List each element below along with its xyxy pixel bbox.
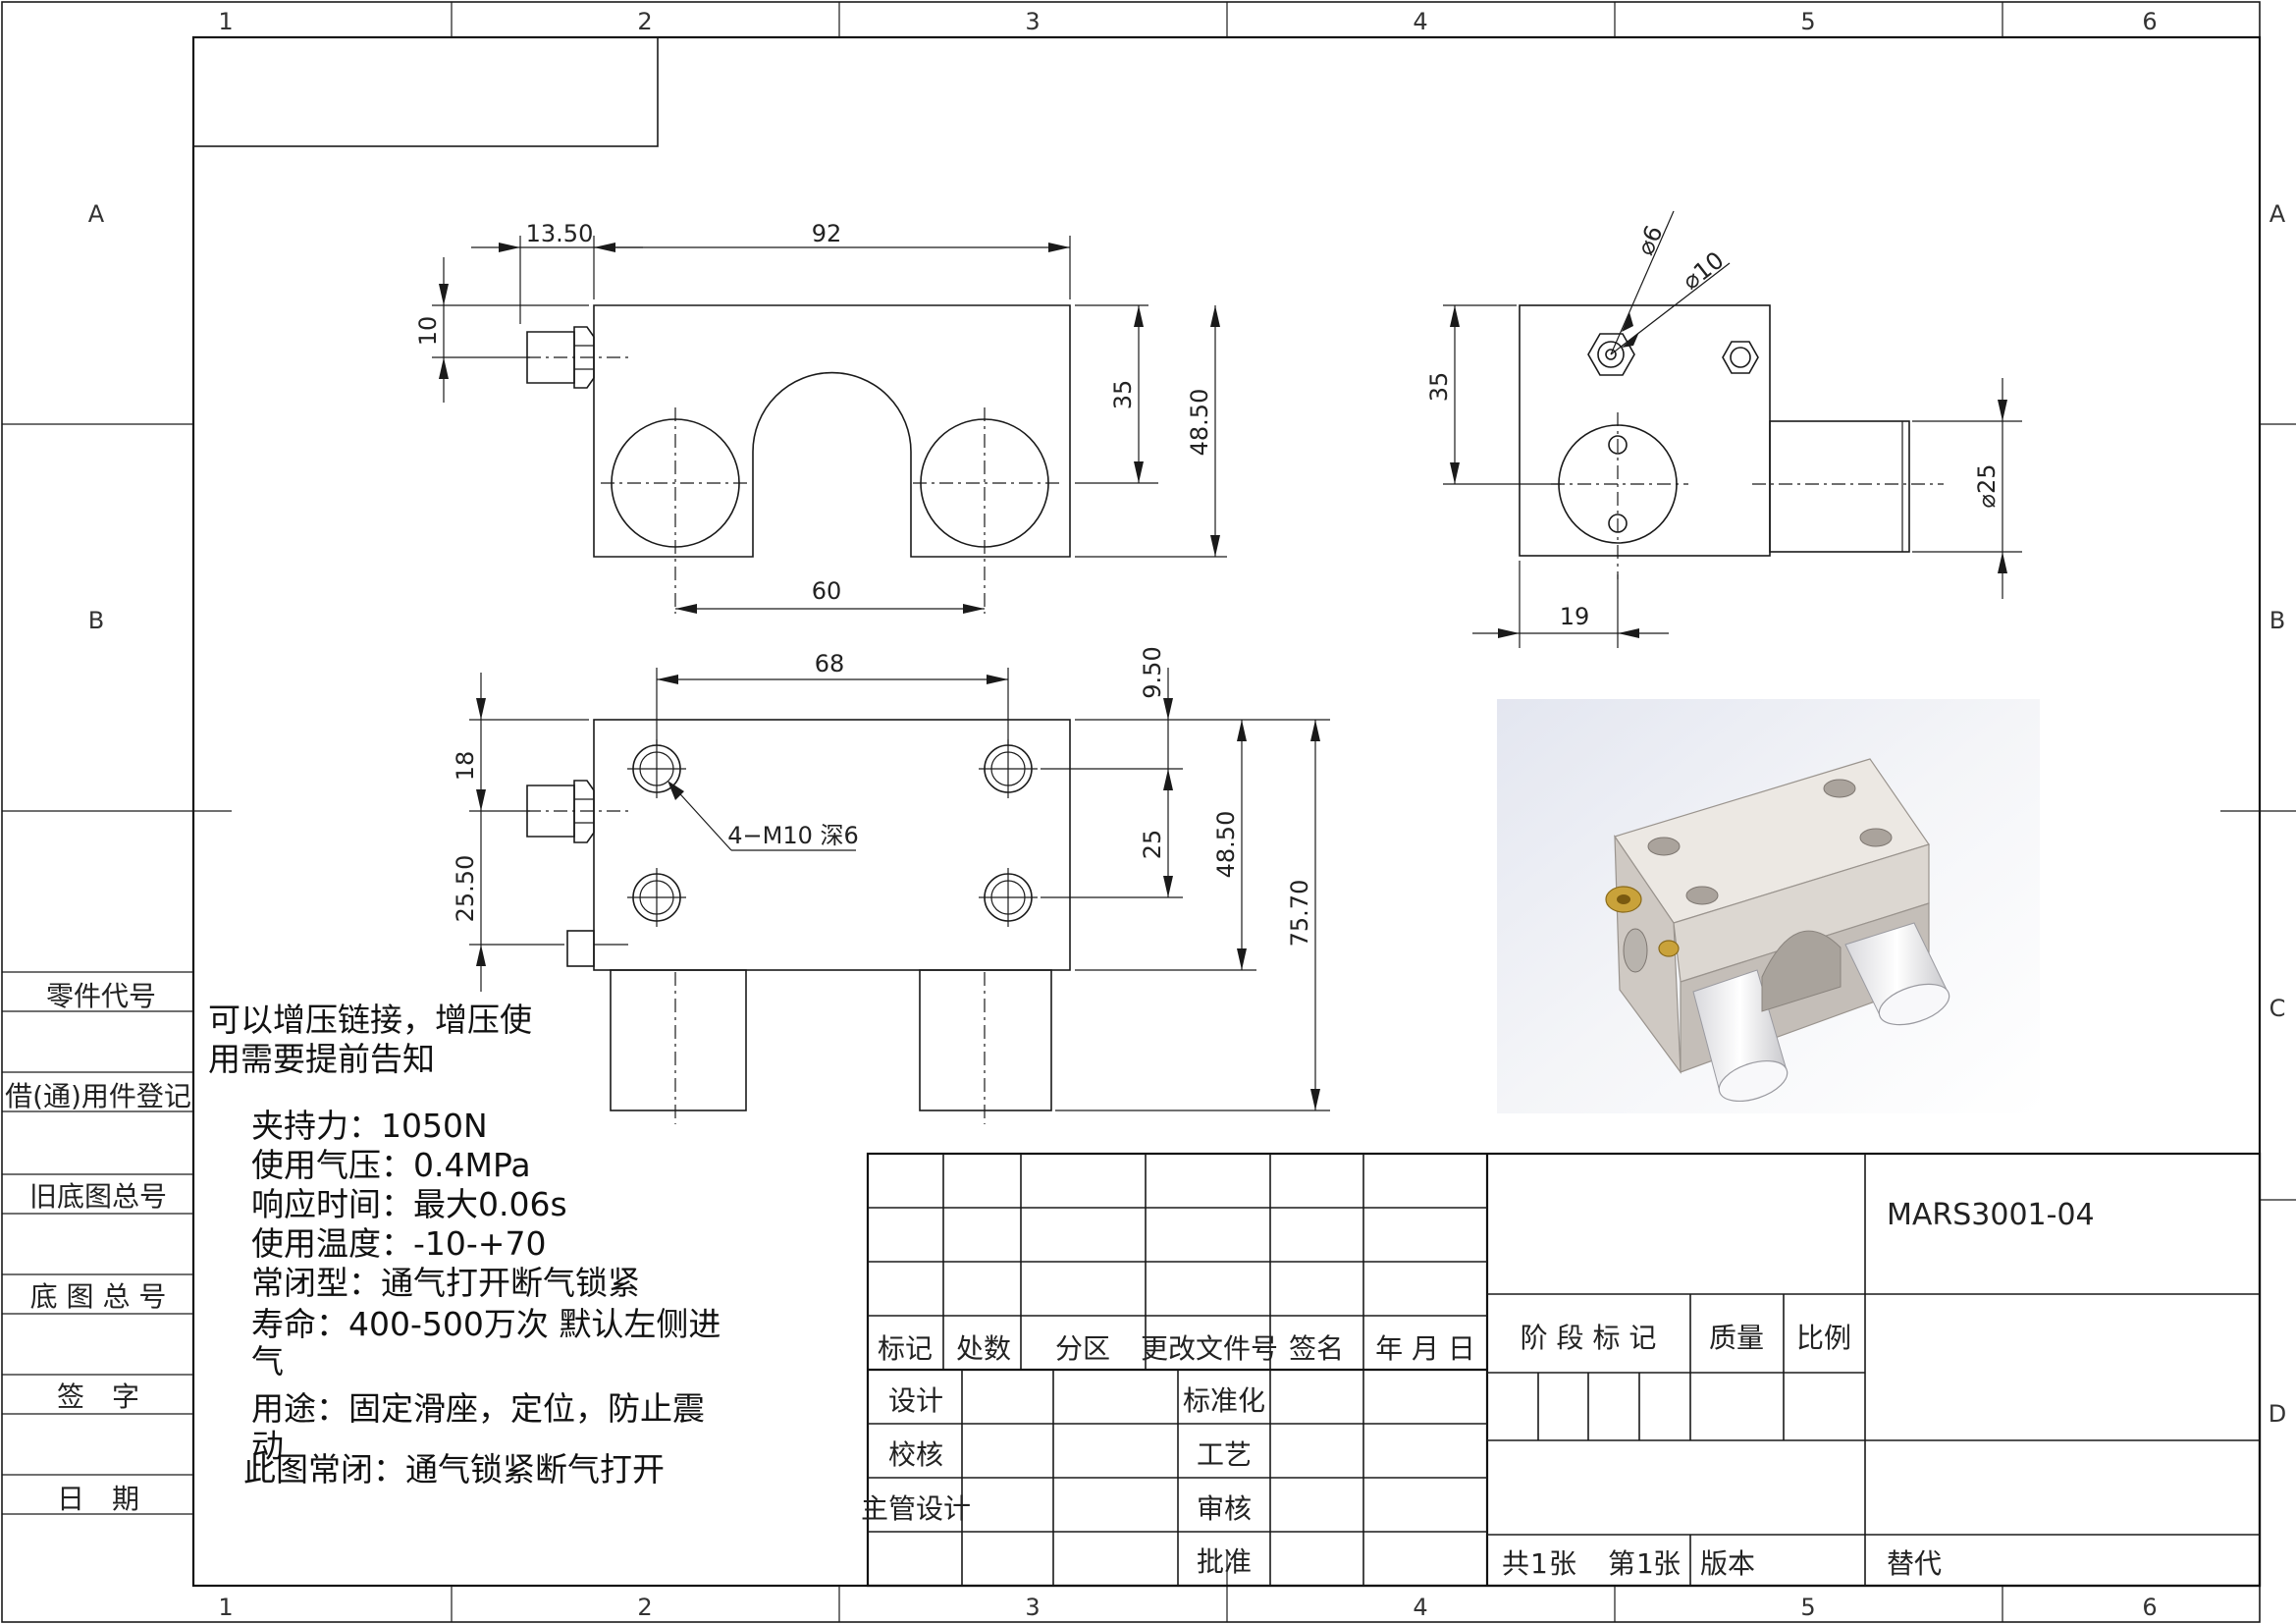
dim-top-hole-callout: 4−M10 深6: [727, 822, 859, 849]
tb-label-replace: 替代: [1887, 1547, 1942, 1580]
side-label-part-code: 零件代号: [46, 980, 156, 1012]
dim-top-68: 68: [815, 650, 845, 677]
zone-col-6-bottom: 6: [2142, 1594, 2157, 1621]
dim-top-75-70: 75.70: [1286, 880, 1313, 947]
zone-col-5: 5: [1800, 8, 1815, 35]
tb-sheet-no-value: 1: [1636, 1547, 1654, 1580]
zone-col-2: 2: [637, 8, 652, 35]
tb-label-sheet-no: 第: [1608, 1547, 1635, 1580]
zone-row-a-right: A: [2269, 200, 2286, 228]
tb-sheets-total-value: 1: [1530, 1547, 1548, 1580]
tb-label-review: 审核: [1197, 1492, 1252, 1525]
tb-label-scale: 比例: [1796, 1322, 1851, 1354]
zone-col-4: 4: [1413, 8, 1427, 35]
spec-clamping-force: 夹持力：1050N: [251, 1107, 488, 1145]
zone-row-d-right: D: [2269, 1400, 2286, 1428]
dim-side-d6: ⌀6: [1631, 221, 1669, 259]
tb-label-doc: 更改文件号: [1141, 1332, 1278, 1365]
side-label-base-total: 底 图 总 号: [30, 1280, 167, 1313]
zone-row-b: B: [88, 607, 104, 634]
title-block: 标记 处数 分区 更改文件号 签名 年 月 日 设计 校核 主管设计 标准化 工…: [861, 1152, 2262, 1588]
note-line-2: 用需要提前告知: [208, 1040, 435, 1078]
zone-col-1-bottom: 1: [218, 1594, 233, 1621]
side-view: ⌀6 ⌀10 35 ⌀25 19: [1425, 210, 2022, 648]
dim-front-92: 92: [812, 220, 842, 247]
dim-front-35: 35: [1109, 380, 1137, 410]
dim-front-48-50: 48.50: [1186, 389, 1213, 457]
dim-top-18: 18: [452, 751, 479, 782]
dim-top-9-50: 9.50: [1139, 646, 1166, 698]
spec-life-line-1: 寿命：400-500万次 默认左侧进: [251, 1305, 721, 1343]
tb-label-process: 工艺: [1197, 1438, 1252, 1471]
dim-side-19: 19: [1560, 603, 1590, 630]
spec-usage-line-1: 用途：固定滑座，定位，防止震: [251, 1389, 705, 1428]
note-line-1: 可以增压链接，增压使: [208, 1001, 532, 1039]
dim-front-60: 60: [812, 577, 842, 605]
tb-label-zone: 分区: [1055, 1332, 1110, 1365]
side-label-old-base: 旧底图总号: [29, 1180, 167, 1213]
zone-col-5-bottom: 5: [1800, 1594, 1815, 1621]
tb-label-sign: 签名: [1289, 1332, 1344, 1365]
spec-response-time: 响应时间：最大0.06s: [251, 1185, 567, 1223]
zone-col-3: 3: [1025, 8, 1040, 35]
tb-label-count: 处数: [956, 1332, 1011, 1365]
tb-label-date: 年 月 日: [1375, 1332, 1475, 1365]
dim-side-d25: ⌀25: [1973, 464, 2001, 509]
spec-usage-line-2: 动: [251, 1427, 284, 1465]
spec-air-pressure: 使用气压：0.4MPa: [251, 1146, 531, 1184]
tb-label-sheets-total-unit: 张: [1549, 1547, 1576, 1580]
zone-row-a: A: [88, 200, 105, 228]
dim-top-25-50: 25.50: [452, 855, 479, 923]
tb-label-version: 版本: [1700, 1547, 1755, 1580]
zone-row-b-right: B: [2269, 607, 2285, 634]
tb-label-mark: 标记: [878, 1332, 933, 1365]
top-view: 4−M10 深6 68 18 25.50 9.50 25 48.50: [452, 646, 1330, 1124]
tb-label-sheets-total: 共: [1502, 1547, 1529, 1580]
dim-top-48-50: 48.50: [1212, 811, 1240, 879]
dim-top-25: 25: [1139, 830, 1166, 860]
tb-label-check: 校核: [888, 1438, 943, 1471]
front-view: 13.50 92 10 35 48.50 60: [414, 220, 1227, 614]
tb-label-stage: 阶 段 标 记: [1521, 1322, 1657, 1354]
isometric-render: [1497, 699, 2040, 1113]
dim-front-10: 10: [414, 316, 442, 347]
spec-life-line-2: 气: [251, 1342, 284, 1380]
zone-col-6: 6: [2142, 8, 2157, 35]
dim-side-d10: ⌀10: [1678, 246, 1730, 296]
zone-col-2-bottom: 2: [637, 1594, 652, 1621]
zone-row-c-right: C: [2269, 995, 2286, 1022]
zone-col-4-bottom: 4: [1413, 1594, 1427, 1621]
tb-label-sheet-no-unit: 张: [1653, 1547, 1681, 1580]
side-label-signature: 签 字: [57, 1380, 139, 1413]
spec-normally-closed: 常闭型：通气打开断气锁紧: [251, 1264, 640, 1302]
dim-side-35: 35: [1425, 372, 1453, 403]
side-label-date: 日 期: [57, 1483, 139, 1515]
tb-label-standard: 标准化: [1183, 1384, 1265, 1417]
dim-front-13-50: 13.50: [526, 220, 594, 247]
side-label-borrowed: 借(通)用件登记: [5, 1080, 191, 1112]
zone-col-1: 1: [218, 8, 233, 35]
side-panel: 零件代号 借(通)用件登记 旧底图总号 底 图 总 号 签 字 日 期: [2, 423, 193, 1515]
technical-notes: 可以增压链接，增压使 用需要提前告知 夹持力：1050N 使用气压：0.4MPa…: [208, 1001, 721, 1489]
tb-part-number: MARS3001-04: [1887, 1198, 2095, 1232]
tb-label-approve: 批准: [1197, 1545, 1252, 1578]
zone-col-3-bottom: 3: [1025, 1594, 1040, 1621]
tb-label-chief: 主管设计: [861, 1492, 971, 1525]
zone-labels: 1 2 3 4 5 6 1 2 3 4 5 6 A B A B C D: [88, 8, 2286, 1621]
tb-label-mass: 质量: [1709, 1322, 1764, 1354]
spec-temperature: 使用温度：-10-+70: [251, 1224, 546, 1263]
spec-drawing-state: 此图常闭：通气锁紧断气打开: [243, 1450, 665, 1489]
tb-label-design: 设计: [888, 1384, 943, 1417]
